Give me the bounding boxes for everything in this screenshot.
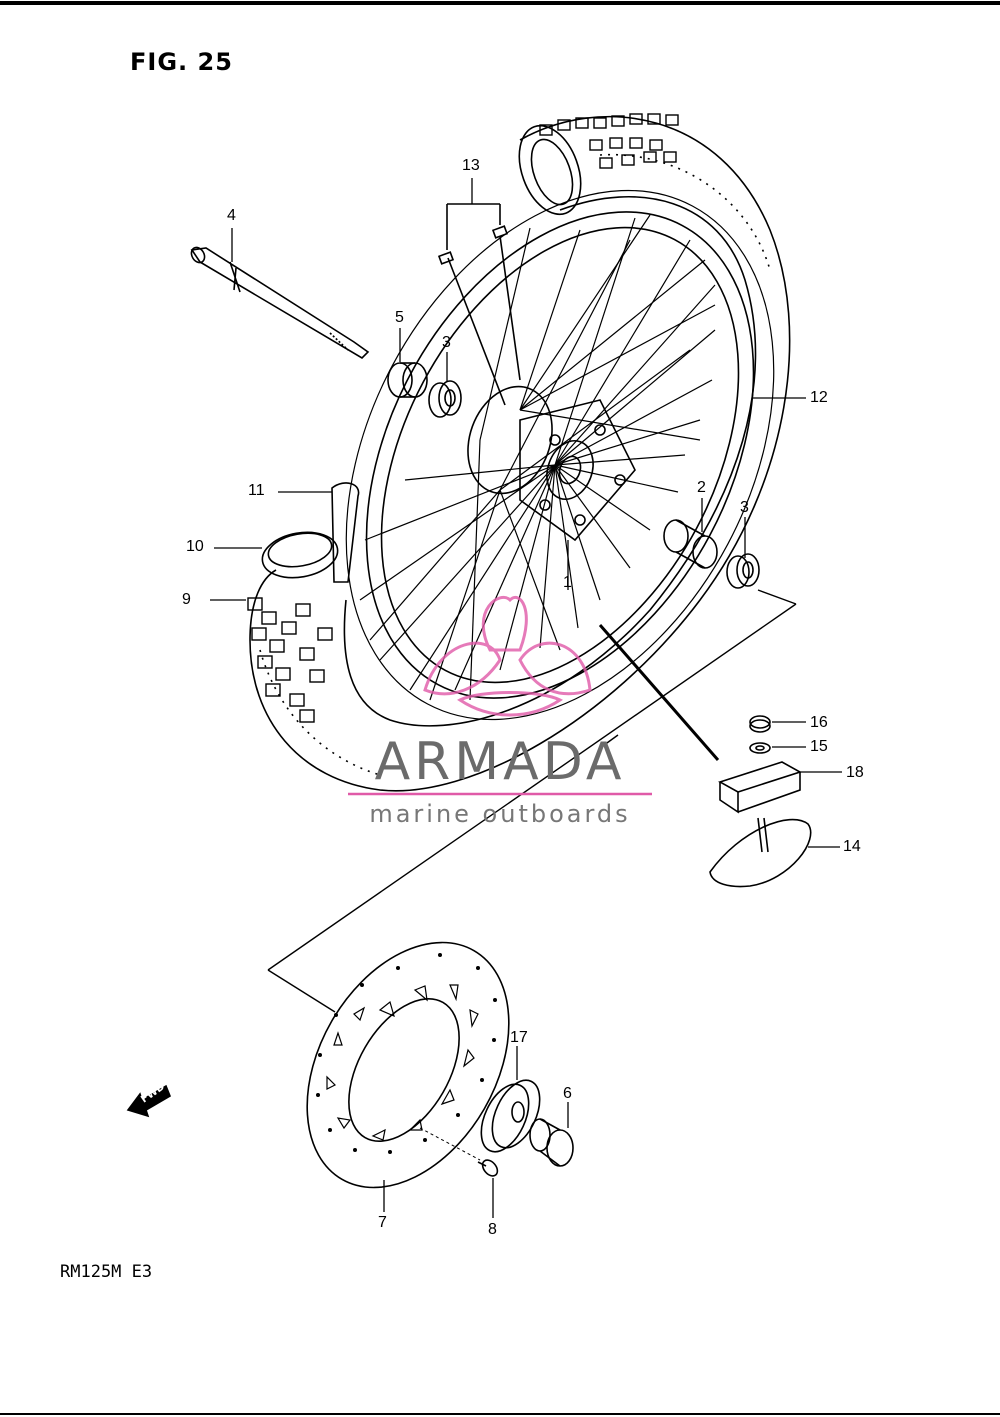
hub-icon — [467, 385, 636, 542]
callout-2: 2 — [697, 479, 706, 496]
callout-18: 18 — [846, 764, 864, 781]
leader-weight — [598, 624, 720, 761]
callout-9: 9 — [182, 591, 191, 608]
callout-12: 12 — [810, 389, 828, 406]
callout-8: 8 — [488, 1221, 497, 1238]
callout-7: 7 — [378, 1214, 387, 1231]
callout-14: 14 — [843, 838, 861, 855]
callout-10: 10 — [186, 538, 204, 555]
collar-icon — [529, 1118, 574, 1167]
callout-1: 1 — [563, 574, 572, 591]
rim-lock-icon — [709, 817, 812, 888]
tire-icon — [247, 113, 791, 792]
seal-icon — [480, 1079, 541, 1153]
rim-icon — [345, 189, 775, 721]
bearing-icon — [428, 380, 462, 418]
callout-6: 6 — [563, 1085, 572, 1102]
balance-weight-icon — [718, 761, 802, 814]
forward-arrow-icon — [126, 1084, 171, 1118]
callout-17: 17 — [510, 1029, 528, 1046]
spacer-icon — [387, 362, 428, 398]
callout-13: 13 — [462, 157, 480, 174]
nut-icon — [749, 715, 771, 733]
callout-3b: 3 — [740, 499, 749, 516]
callout-11: 11 — [248, 482, 265, 499]
callout-5: 5 — [395, 309, 404, 326]
callout-15: 15 — [810, 738, 828, 755]
callout-4: 4 — [227, 207, 236, 224]
brand-logo-icon — [423, 596, 592, 717]
watermark-brand: ARMADA — [374, 732, 626, 792]
disc-bolt-icon — [419, 1127, 499, 1177]
model-code: RM125M E3 — [60, 1262, 153, 1282]
figure-title: FIG. 25 — [130, 48, 233, 76]
spokes-icon — [359, 214, 716, 701]
washer-icon — [749, 742, 771, 754]
brake-disc-icon — [306, 941, 510, 1189]
spacer-right-icon — [663, 519, 718, 569]
tube-section-icon — [261, 482, 360, 583]
callout-16: 16 — [810, 714, 828, 731]
guide-lines — [267, 589, 797, 1013]
callout-leaders — [210, 178, 842, 1218]
watermark-tagline: marine outboards — [369, 800, 631, 828]
callout-3a: 3 — [442, 334, 451, 351]
axle-icon — [190, 246, 370, 360]
spoke-nipple-icon — [437, 203, 521, 406]
bearing-right-icon — [726, 553, 760, 589]
